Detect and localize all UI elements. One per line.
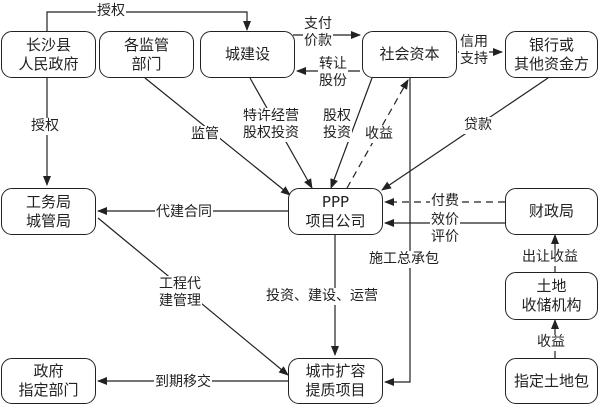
label-supervise: 监管 [190,126,220,143]
node-supervision-departments: 各监管 部门 [99,31,194,78]
label-transfer-expiry: 到期移交 [154,374,212,391]
label-fee: 付费 [430,193,460,210]
node-designated-department: 政府 指定部门 [1,358,96,404]
label-authorize-top: 授权 [96,3,126,20]
label-loan: 贷款 [463,117,493,134]
node-social-capital: 社会资本 [362,31,457,78]
node-land-package: 指定土地包 [505,358,598,404]
label-franchise-equity: 特许经营 股权投资 [242,108,300,142]
label-revenue: 收益 [364,126,394,143]
label-invest-build-operate: 投资、建设、运营 [265,288,379,305]
node-urban-construction: 城建设 [200,31,295,78]
node-finance-bureau: 财政局 [505,188,598,235]
label-equity-investment: 股权 投资 [322,108,352,142]
node-city-project: 城市扩容 提质项目 [288,358,383,404]
label-pay-price: 支付 价款 [303,16,333,50]
edge-auth-top [46,11,251,32]
label-credit-support: 信用 支持 [459,34,489,68]
node-bank-funders: 银行或 其他资金方 [505,31,598,78]
label-revenue-land: 收益 [536,334,566,351]
node-works-bureau: 工务局 城管局 [1,188,96,235]
label-agent-management: 工程代 建管理 [158,276,202,310]
node-ppp-company: PPP 项目公司 [288,188,383,235]
label-land-revenue: 出让收益 [521,249,579,266]
label-transfer-shares: 转让 股份 [318,56,348,90]
node-county-government: 长沙县 人民政府 [1,31,96,78]
label-agent-contract: 代建合同 [155,204,213,221]
label-authorize-left: 授权 [30,118,60,135]
edge-loan [381,77,549,191]
label-performance: 效价 评价 [430,212,460,246]
label-epc: 施工总承包 [368,251,440,268]
edge-epc [384,78,411,386]
node-land-reserve: 土地 收储机构 [505,272,598,320]
